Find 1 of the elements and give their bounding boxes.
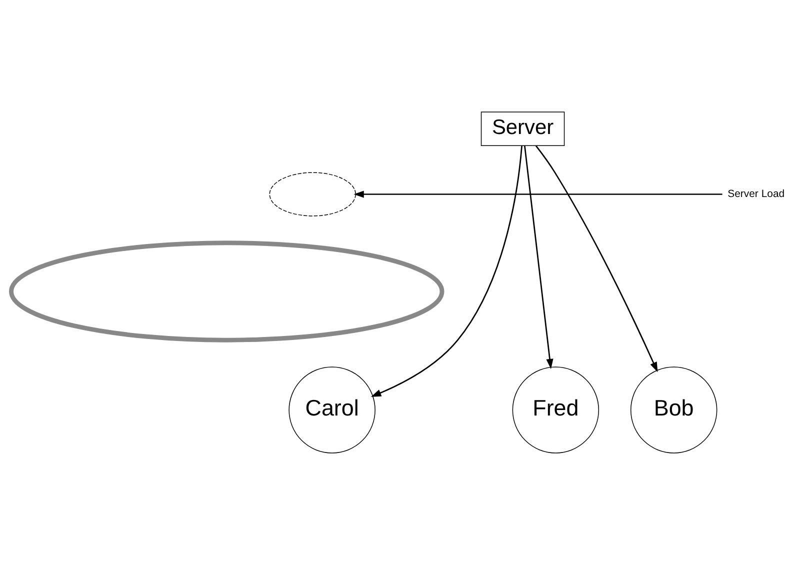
node-text: Server Load xyxy=(728,189,785,200)
